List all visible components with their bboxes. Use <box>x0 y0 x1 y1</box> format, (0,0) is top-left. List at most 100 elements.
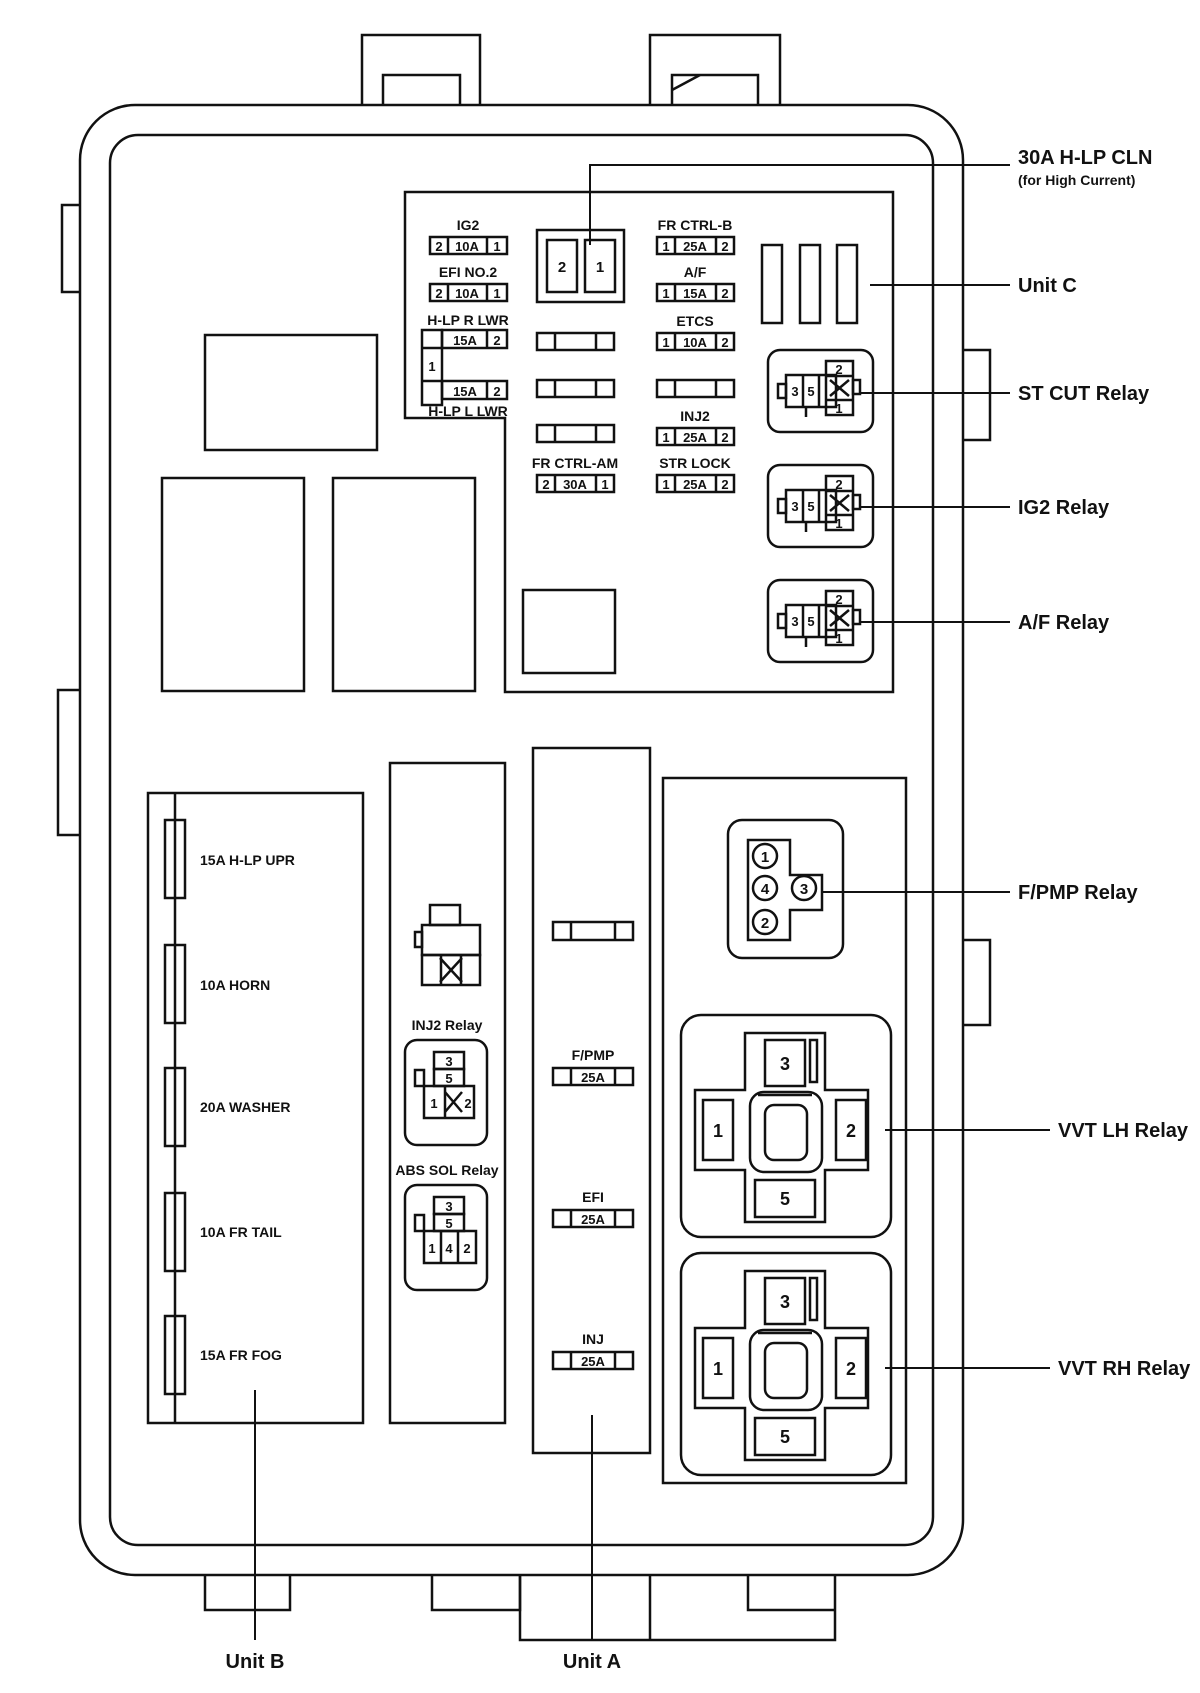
pin-label: 2 <box>493 333 500 348</box>
pin-label: 2 <box>463 1241 470 1256</box>
fuse-str-lock <box>655 473 736 494</box>
pin-label: 2 <box>846 1359 856 1379</box>
amp-label: 25A <box>683 477 707 492</box>
callout-leaders <box>254 164 1050 1640</box>
vvt-rh-relay-callout: VVT RH Relay <box>1058 1358 1191 1380</box>
fuse-label: H-LP L LWR <box>428 403 508 419</box>
fuse-label: FR CTRL-B <box>658 217 733 233</box>
amp-label: 25A <box>581 1354 605 1369</box>
unit-a-callout: Unit A <box>563 1651 621 1673</box>
st-cut-relay <box>766 348 875 434</box>
unit-c-fuse-slots <box>760 243 859 325</box>
pin-label: 5 <box>445 1216 452 1231</box>
fuse-ig2 <box>428 235 509 256</box>
pin-label: 5 <box>807 499 814 514</box>
fuse-inj2 <box>655 426 736 447</box>
pin-label: 1 <box>835 401 842 416</box>
amp-label: 15A <box>453 333 477 348</box>
fuse-label: 20A WASHER <box>200 1099 291 1115</box>
pin-label: 3 <box>780 1054 790 1074</box>
pin-label: 4 <box>761 881 770 898</box>
pin-label: 2 <box>493 384 500 399</box>
st-cut-relay-callout: ST CUT Relay <box>1018 383 1150 405</box>
fuse-hlp-r-lwr-l-lwr <box>420 328 509 407</box>
pin-label: 2 <box>558 259 566 276</box>
amp-label: 25A <box>581 1212 605 1227</box>
fuse-label: A/F <box>684 264 707 280</box>
pin-label: 2 <box>542 477 549 492</box>
fuse-fr-ctrl-am <box>535 473 616 494</box>
pin-label: 2 <box>721 335 728 350</box>
unit-a-fuse <box>551 920 635 1371</box>
fuse-label: FR CTRL-AM <box>532 455 618 471</box>
fuse-label: H-LP R LWR <box>427 312 508 328</box>
pin-label: 3 <box>780 1292 790 1312</box>
pin-label: 2 <box>721 430 728 445</box>
fuse-label: INJ2 <box>680 408 710 424</box>
unit-c-callout: Unit C <box>1018 275 1077 297</box>
pin-label: 2 <box>761 915 769 932</box>
pin-label: 2 <box>721 286 728 301</box>
fuse-box-housing <box>56 33 992 1642</box>
unit-b-fuse <box>163 818 187 1396</box>
middle-relay-labels: INJ2 Relay 3 5 1 2 ABS SOL Relay 3 5 1 4… <box>395 1017 498 1256</box>
unit-b-fuse-labels: 15A H-LP UPR 10A HORN 20A WASHER 10A FR … <box>200 852 295 1363</box>
pin-label: 1 <box>713 1359 723 1379</box>
fuse-fr-ctrl-b <box>655 235 736 256</box>
pin-label: 1 <box>662 286 669 301</box>
fuse-label: INJ <box>582 1331 604 1347</box>
amp-label: 25A <box>683 239 707 254</box>
fpmp-relay-callout: F/PMP Relay <box>1018 882 1139 904</box>
pin-label: 1 <box>713 1121 723 1141</box>
ig2-relay <box>766 463 875 549</box>
ig2-relay-callout: IG2 Relay <box>1018 497 1110 519</box>
pin-label: 5 <box>445 1071 452 1086</box>
af-relay-callout: A/F Relay <box>1018 612 1110 634</box>
pin-label: 1 <box>761 849 769 866</box>
hlp-cln-callout: 30A H-LP CLN <box>1018 147 1152 169</box>
amp-label: 30A <box>563 477 587 492</box>
hlp-cln-callout-note: (for High Current) <box>1018 172 1135 188</box>
vvt-lh-relay <box>679 1013 893 1239</box>
pin-label: 3 <box>445 1054 452 1069</box>
fuse-etcs <box>655 331 736 352</box>
fpmp-relay <box>726 818 845 960</box>
relay-label: ABS SOL Relay <box>395 1162 498 1178</box>
pin-label: 1 <box>601 477 608 492</box>
callout-labels: 30A H-LP CLN (for High Current) Unit C S… <box>226 147 1192 1673</box>
amp-label: 25A <box>683 430 707 445</box>
pin-label: 5 <box>780 1189 790 1209</box>
relay-label: INJ2 Relay <box>412 1017 483 1033</box>
amp-label: 15A <box>453 384 477 399</box>
pin-label: 1 <box>430 1096 437 1111</box>
pin-label: 2 <box>835 477 842 492</box>
pin-label: 1 <box>596 259 604 276</box>
pin-label: 1 <box>662 335 669 350</box>
fuse-label: EFI NO.2 <box>439 264 498 280</box>
vvt-lh-relay-callout: VVT LH Relay <box>1058 1120 1189 1142</box>
fuse-label: 10A FR TAIL <box>200 1224 282 1240</box>
fuse-label: 15A H-LP UPR <box>200 852 295 868</box>
abs-sol-relay <box>403 1183 489 1292</box>
pin-label: 1 <box>662 477 669 492</box>
amp-label: 10A <box>683 335 707 350</box>
fuse-label: 15A FR FOG <box>200 1347 282 1363</box>
amp-label: 25A <box>581 1070 605 1085</box>
pin-label: 1 <box>835 631 842 646</box>
pin-label: 3 <box>445 1199 452 1214</box>
fuse-slot-blank <box>535 331 736 444</box>
middle-relay-column <box>388 761 507 1425</box>
fuse-af <box>655 282 736 303</box>
unit-c-fuse-labels: IG2 2 10A 1 EFI NO.2 2 10A 1 H-LP R LWR … <box>427 217 732 492</box>
pin-label: 1 <box>428 1241 435 1256</box>
inj2-relay <box>403 1038 489 1147</box>
fpmp-relay-pin-labels: 1 4 3 2 <box>761 849 808 932</box>
unit-c-region <box>160 190 895 694</box>
fuse-label: ETCS <box>676 313 713 329</box>
pin-label: 1 <box>662 239 669 254</box>
vvt-relay-pin-labels: 3 1 2 5 3 1 2 5 <box>713 1054 856 1447</box>
af-relay <box>766 578 875 664</box>
fuse-hlp-cln <box>535 228 626 304</box>
pin-label: 3 <box>791 384 798 399</box>
unit-b-callout: Unit B <box>226 1651 285 1673</box>
